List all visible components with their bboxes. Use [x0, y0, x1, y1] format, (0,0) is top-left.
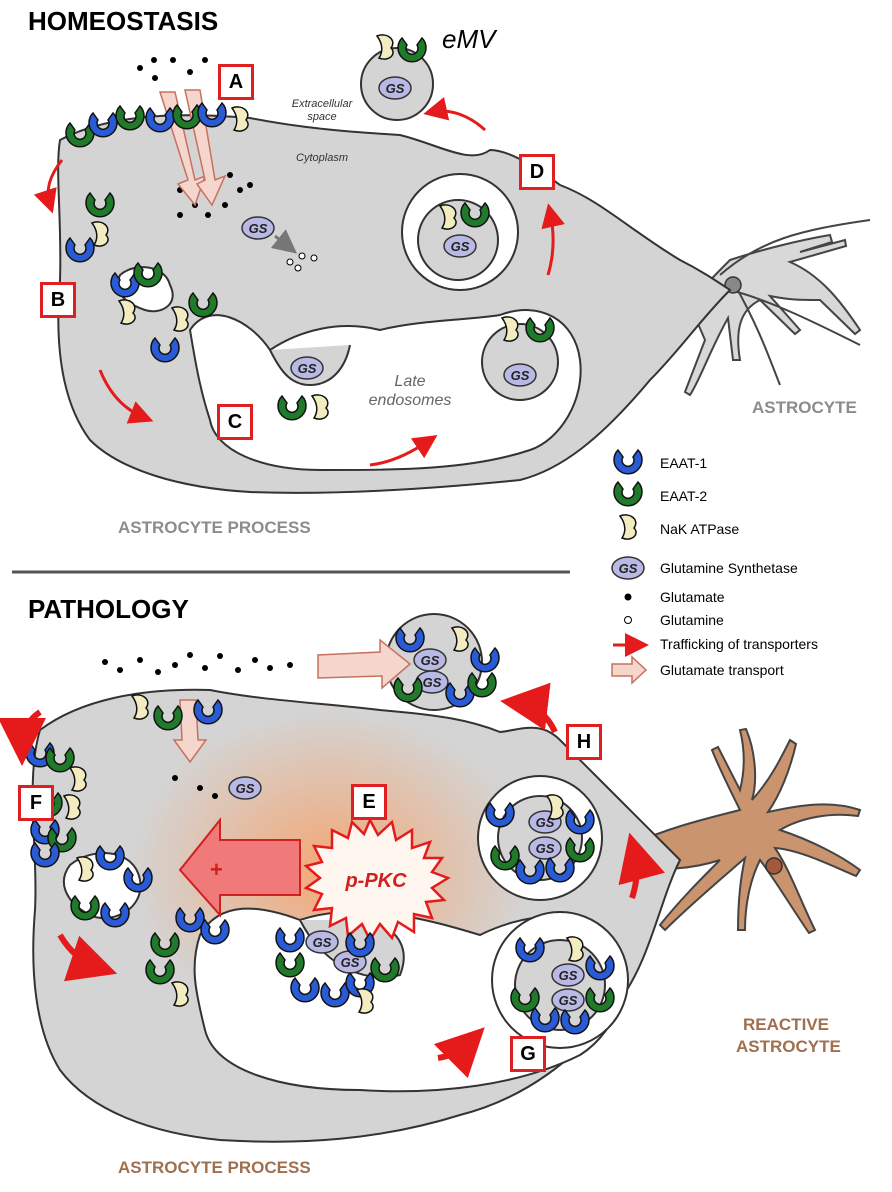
glutamate-transport-arrow-right — [317, 638, 412, 690]
legend-trafficking: Trafficking of transporters — [660, 636, 818, 652]
reactive-line1: REACTIVE — [743, 1015, 829, 1034]
box-f: F — [18, 785, 54, 821]
cytoplasm-label: Cytoplasm — [296, 152, 348, 164]
box-c: C — [217, 404, 253, 440]
emv-label: eMV — [442, 24, 496, 54]
extracellular-label: Extracellular space — [282, 98, 362, 124]
ppkc-stimulation-arrow — [178, 817, 301, 918]
extracellular-line1: Extracellular — [291, 98, 353, 110]
reactive-astrocyte-label: REACTIVE ASTROCYTE — [736, 1014, 841, 1058]
trafficking-arrows-top — [33, 97, 565, 467]
glutamine-dots — [286, 252, 318, 272]
late-endosomes-line1: Late — [394, 373, 426, 390]
astrocyte-process-bottom-label: ASTROCYTE PROCESS — [118, 1158, 311, 1177]
legend-glutamine-synthetase: Glutamine Synthetase — [660, 560, 798, 576]
legend-eaat1: EAAT-1 — [660, 455, 708, 471]
pathology-title: PATHOLOGY — [28, 594, 189, 624]
legend-glutamate-transport: Glutamate transport — [660, 662, 784, 678]
legend-glutamate: Glutamate — [660, 589, 725, 605]
box-e: E — [351, 784, 387, 820]
ppkc-burst — [303, 817, 451, 943]
glutamate-dots-pathology — [102, 652, 293, 799]
reactive-astrocyte-cell — [618, 727, 862, 935]
legend-nak-atpase: NaK ATPase — [660, 521, 740, 537]
box-g: G — [510, 1036, 546, 1072]
legend-eaat2: EAAT-2 — [660, 488, 708, 504]
legend — [611, 449, 649, 685]
box-b: B — [40, 282, 76, 318]
box-d: D — [519, 154, 555, 190]
legend-glutamine: Glutamine — [660, 612, 724, 628]
box-h: H — [566, 724, 602, 760]
trafficking-arrows-pathology — [0, 682, 665, 1079]
astrocyte-process-top-label: ASTROCYTE PROCESS — [118, 518, 311, 537]
plus-sign: + — [210, 857, 223, 882]
late-endosomes-line2: endosomes — [368, 392, 452, 409]
homeostasis-title: HOMEOSTASIS — [28, 6, 219, 36]
late-endosomes-label: Late endosomes — [360, 372, 460, 410]
astrocyte-label: ASTROCYTE — [752, 398, 857, 417]
extracellular-line2: space — [307, 111, 337, 123]
box-a: A — [218, 64, 254, 100]
reactive-line2: ASTROCYTE — [736, 1037, 841, 1056]
ppkc-label: p-PKC — [344, 870, 407, 892]
